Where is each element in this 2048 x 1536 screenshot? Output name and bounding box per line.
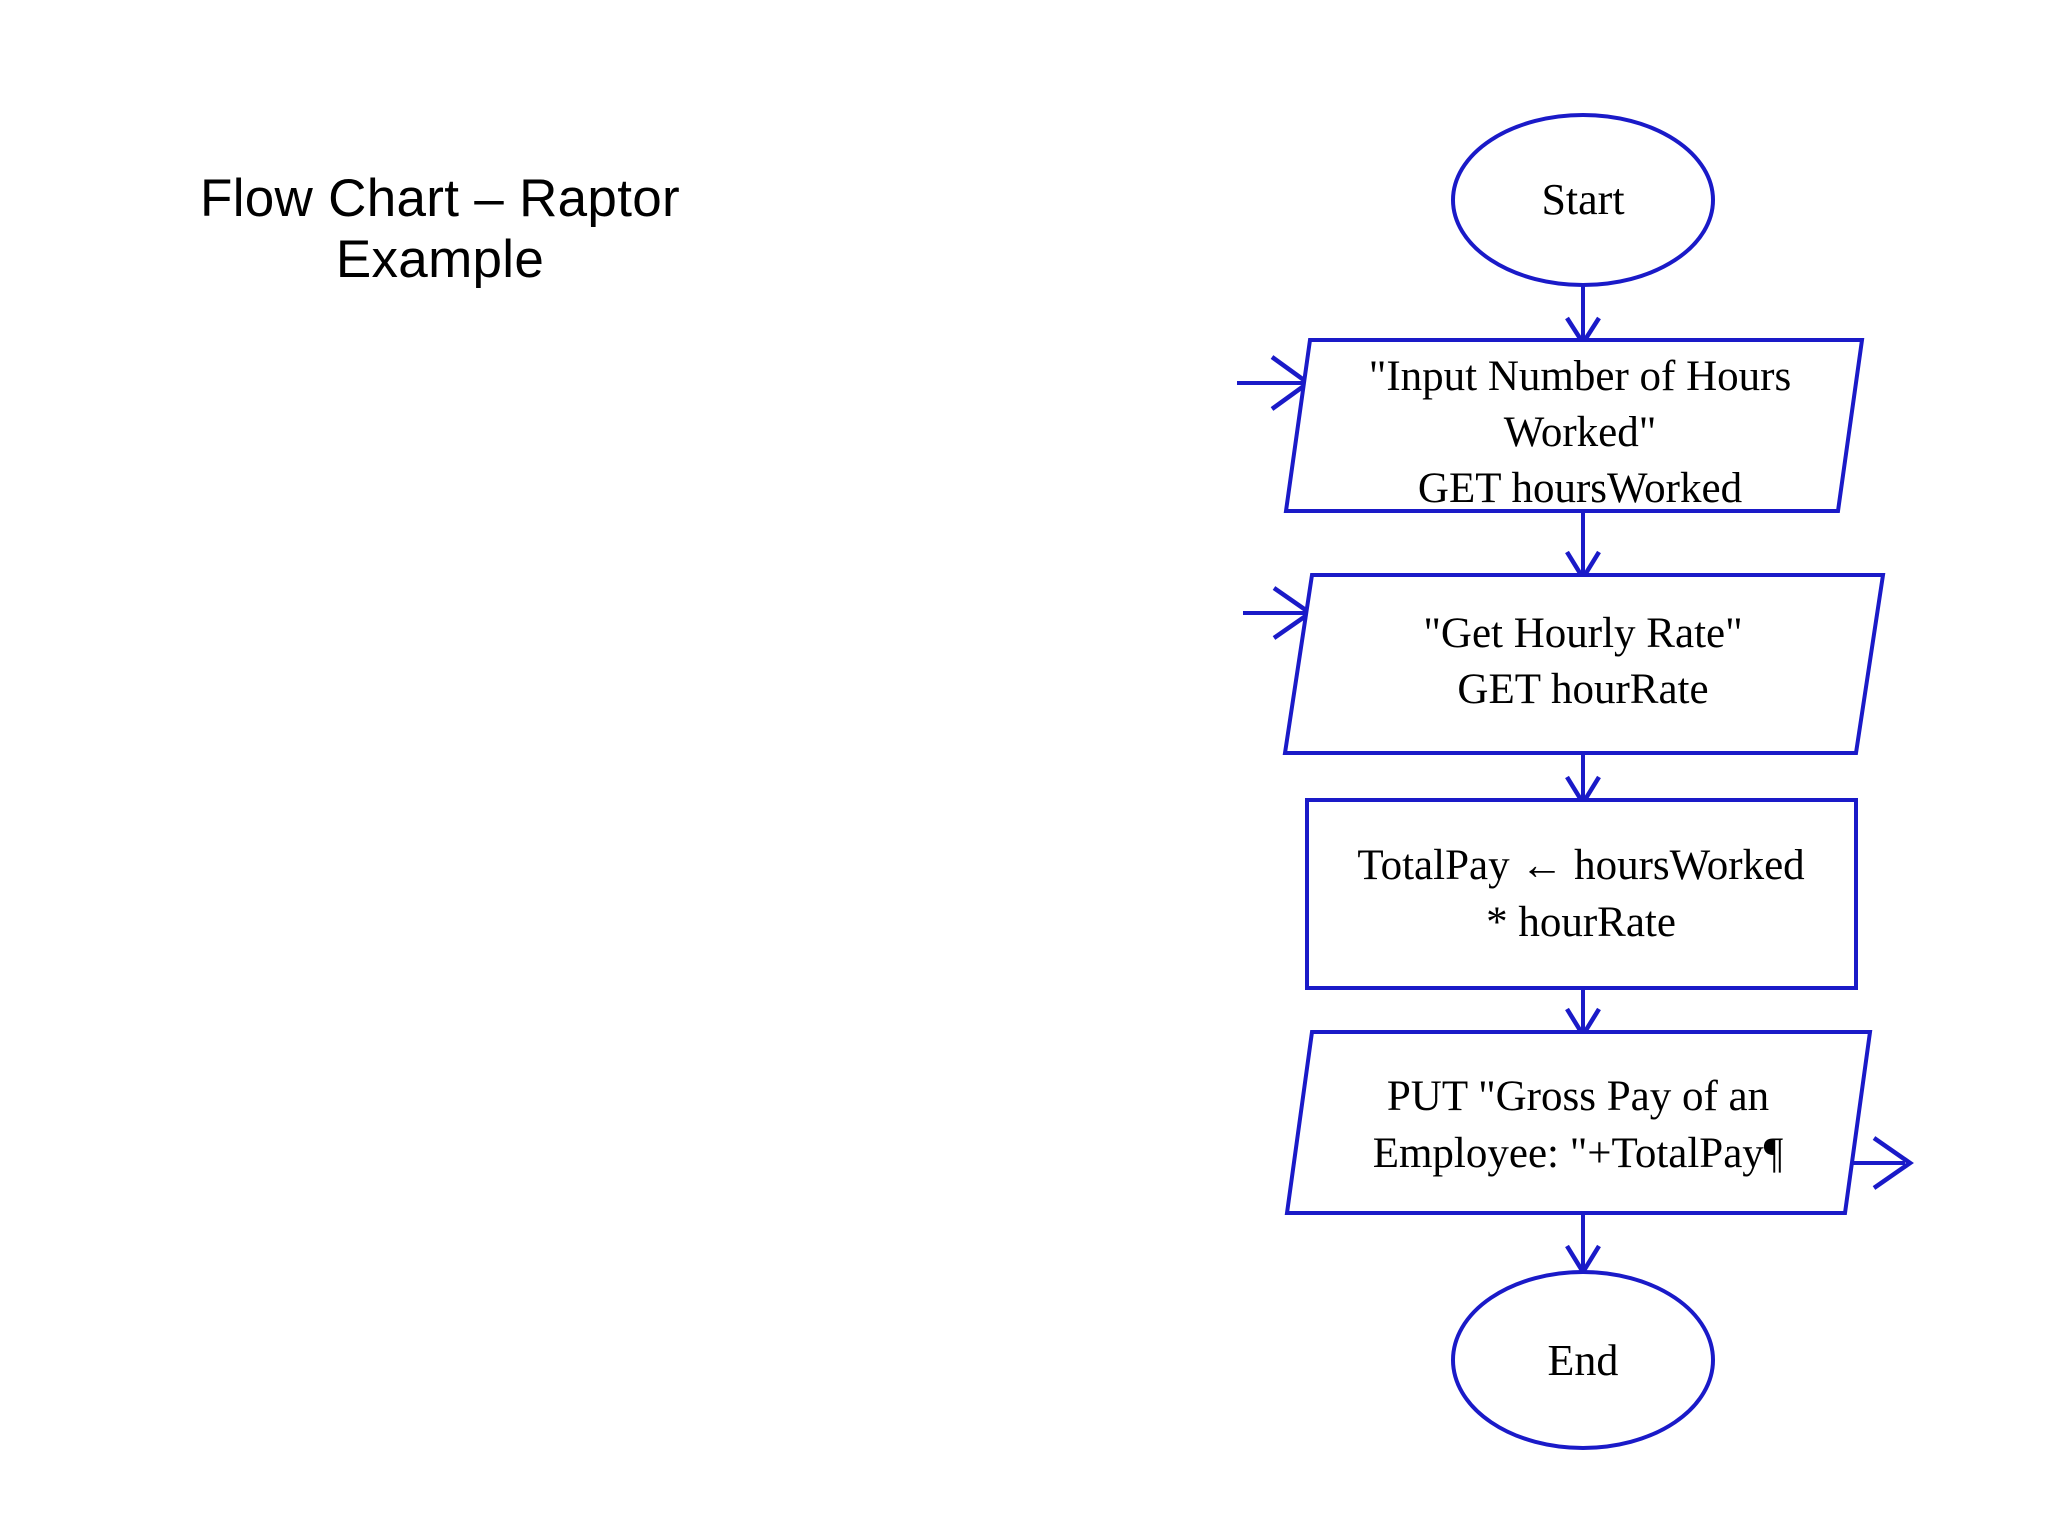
connector-external-out-output — [1845, 1136, 1914, 1190]
node-output-grosspay-line-1: PUT "Gross Pay of an — [1387, 1073, 1769, 1120]
node-output-grosspay-line-2: Employee: "+TotalPay¶ — [1373, 1130, 1784, 1177]
node-end[interactable]: End — [1451, 1270, 1715, 1450]
node-compute-totalpay-line-1: TotalPay ← hoursWorked — [1357, 842, 1804, 889]
node-compute-totalpay[interactable]: TotalPay ← hoursWorked * hourRate — [1305, 798, 1858, 990]
node-end-label: End — [1548, 1336, 1619, 1385]
page-title-line-1: Flow Chart – Raptor — [200, 169, 680, 228]
connector-external-in-input-hours — [1237, 355, 1312, 411]
node-start[interactable]: Start — [1451, 113, 1715, 287]
connector-input-hours-to-input-rate — [1565, 511, 1601, 583]
connector-input-rate-to-compute — [1565, 753, 1601, 808]
node-input-hours-line-3: GET hoursWorked — [1418, 465, 1742, 512]
node-start-label: Start — [1541, 175, 1624, 224]
node-input-rate[interactable]: "Get Hourly Rate" GET hourRate — [1282, 573, 1886, 755]
connector-start-to-input-hours — [1565, 282, 1601, 348]
node-output-grosspay[interactable]: PUT "Gross Pay of an Employee: "+TotalPa… — [1284, 1030, 1873, 1215]
connector-output-to-end — [1565, 1213, 1601, 1277]
node-input-hours-line-2: Worked" — [1504, 409, 1657, 456]
node-input-hours-line-1: "Input Number of Hours — [1369, 353, 1791, 400]
page-title-line-2: Example — [335, 230, 545, 290]
connector-compute-to-output — [1565, 988, 1601, 1040]
node-input-rate-line-1: "Get Hourly Rate" — [1423, 610, 1742, 657]
page-title: Flow Chart – Raptor Example — [150, 168, 730, 291]
connector-external-in-input-rate — [1243, 586, 1314, 640]
node-input-rate-line-2: GET hourRate — [1457, 666, 1708, 713]
node-compute-totalpay-line-2: * hourRate — [1486, 899, 1676, 946]
node-input-hours[interactable]: "Input Number of Hours Worked" GET hours… — [1283, 338, 1865, 513]
